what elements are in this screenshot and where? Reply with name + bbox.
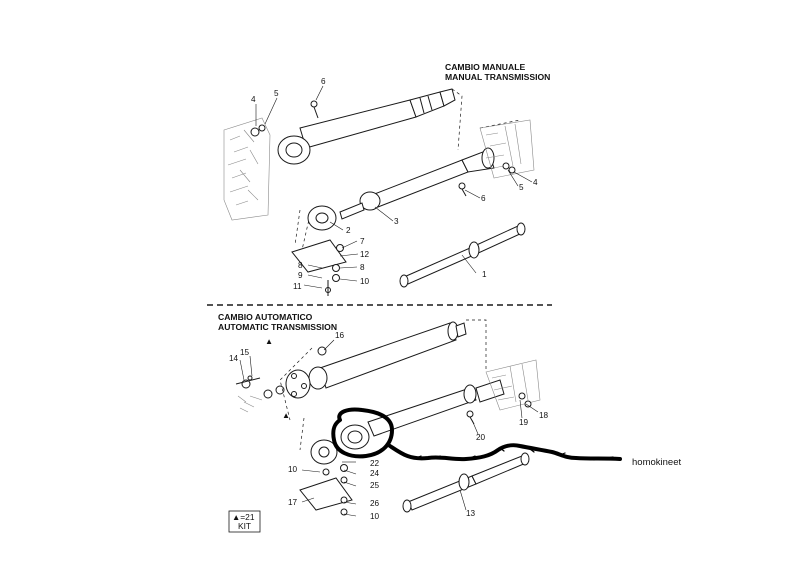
callout-20: 20: [476, 433, 486, 442]
propeller-shaft-auto-upper: [308, 321, 467, 390]
annotation-circle: [331, 407, 394, 459]
callout-8-right: 8: [360, 263, 365, 272]
propeller-shaft-complete-13: [402, 452, 530, 513]
callout-5-right: 5: [519, 183, 524, 192]
automatic-title-it: CAMBIO AUTOMATICO: [218, 312, 313, 322]
auto-center-bracket: [299, 346, 532, 516]
callout-5: 5: [274, 89, 279, 98]
automatic-title-en: AUTOMATIC TRANSMISSION: [218, 322, 337, 332]
callout-6: 6: [321, 77, 326, 86]
callout-6-right: 6: [481, 194, 486, 203]
callout-12: 12: [360, 250, 370, 259]
callout-4: 4: [251, 95, 256, 104]
callout-10-auto-lower: 10: [370, 512, 380, 521]
callout-15: 15: [240, 348, 250, 357]
callout-9: 9: [298, 271, 303, 280]
callout-16: 16: [335, 331, 345, 340]
center-bearing-bracket: [250, 100, 516, 296]
auto-guide-lines: [279, 319, 487, 451]
kit-box: ▲=21 KIT: [228, 510, 261, 533]
callout-1: 1: [482, 270, 487, 279]
auto-housing-left: [237, 395, 263, 413]
callout-18: 18: [539, 411, 549, 420]
propeller-shaft-upper: [277, 88, 456, 165]
propeller-shaft-auto-middle: [310, 379, 505, 465]
callout-14: 14: [229, 354, 239, 363]
manual-leader-lines: [255, 85, 533, 289]
manual-title-en: MANUAL TRANSMISSION: [445, 72, 550, 82]
homokineet-label: homokineet: [632, 457, 681, 468]
callout-25: 25: [370, 481, 380, 490]
callout-10: 10: [360, 277, 370, 286]
gearbox-housing-left: [223, 117, 271, 221]
callout-8: 8: [298, 261, 303, 270]
callout-22: 22: [370, 459, 380, 468]
callout-3: 3: [394, 217, 399, 226]
callout-11: 11: [293, 282, 302, 291]
annotation-scribble-texture: [399, 447, 614, 461]
manual-callouts: 1 2 3 4 5 6 7 8 9 10 11 12 4 5 6 8: [251, 77, 538, 291]
flex-coupling: [235, 369, 311, 399]
kit-marker-lower: ▲: [282, 411, 290, 420]
homokineet-annotation: [331, 407, 622, 462]
auto-housing-right: [485, 359, 541, 411]
kit-box-marker: ▲=21: [232, 512, 255, 522]
callout-10-auto: 10: [288, 465, 298, 474]
callout-24: 24: [370, 469, 380, 478]
propeller-shaft-complete-1: [399, 222, 526, 288]
auto-leader-lines: [239, 339, 539, 517]
annotation-scribble-line: [388, 443, 622, 462]
callout-13: 13: [466, 509, 476, 518]
kit-box-label: KIT: [238, 521, 251, 531]
callout-26: 26: [370, 499, 380, 508]
propeller-shaft-middle: [307, 147, 495, 231]
callout-2: 2: [346, 226, 351, 235]
manual-title-it: CAMBIO MANUALE: [445, 62, 525, 72]
gearbox-housing-right: [479, 119, 535, 179]
kit-marker-upper: ▲: [265, 337, 273, 346]
manual-transmission-section: CAMBIO MANUALE MANUAL TRANSMISSION: [223, 62, 550, 296]
callout-19: 19: [519, 418, 529, 427]
callout-4-right: 4: [533, 178, 538, 187]
automatic-transmission-section: CAMBIO AUTOMATICO AUTOMATIC TRANSMISSION: [218, 312, 549, 533]
callout-17: 17: [288, 498, 298, 507]
callout-7: 7: [360, 237, 365, 246]
automatic-callouts: 14 15 16 ▲ ▲ 10 22 24 25 17 26 10 13 18 …: [229, 331, 549, 521]
